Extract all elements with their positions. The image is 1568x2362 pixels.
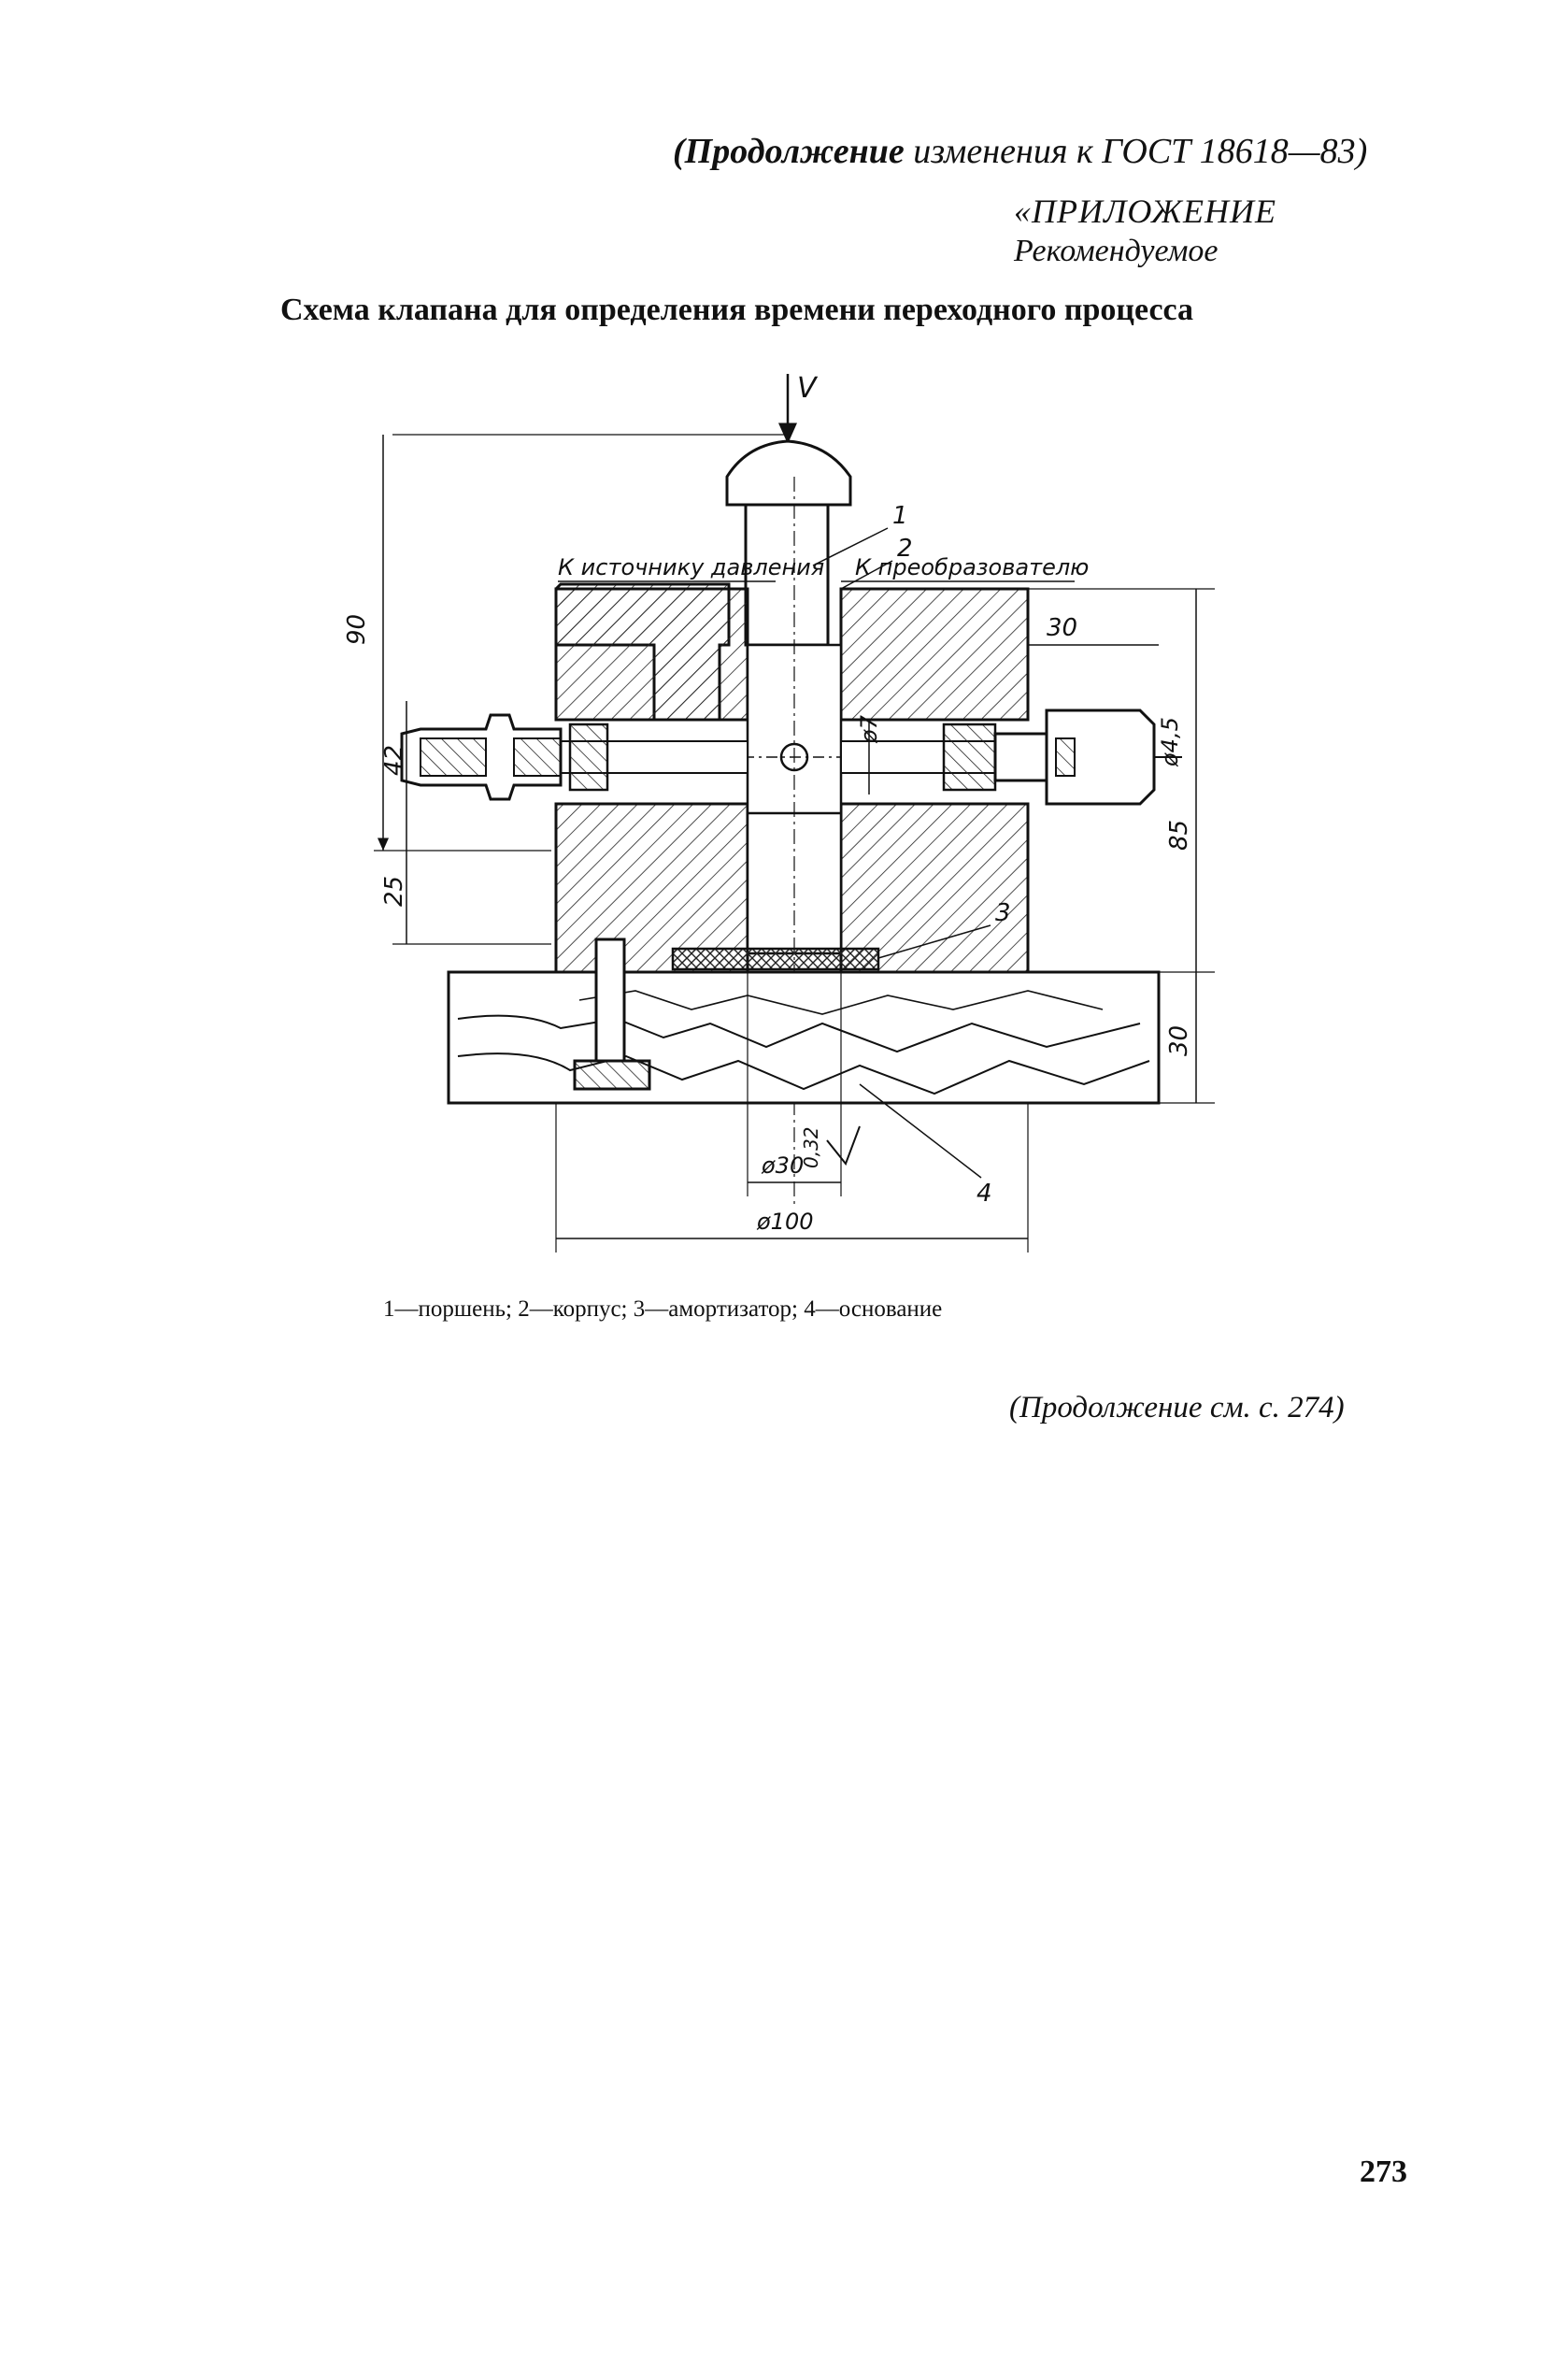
body-lower-left [554,802,749,974]
label-pressure-source: К источнику давления [558,554,824,580]
dim-body-diameter: ø100 [756,1209,814,1235]
dim-base-height: 30 [1165,1025,1193,1056]
bolt-head [573,1059,651,1091]
header-continuation-rest: изменения к ГОСТ 18618—83) [913,132,1368,171]
piston-head [725,439,852,507]
dim-lower-height: 25 [380,876,408,907]
callout-2: 2 [897,535,913,563]
figure-caption: 1—поршень; 2—корпус; 3—амортизатор; 4—ос… [383,1296,943,1322]
valve-drawing: V К источнику давлени [336,365,1252,1262]
dim-port-diameter: ø4,5 [1157,717,1183,767]
body-upper-right [839,587,1030,722]
bore [746,643,843,955]
dim-port-height: 42 [380,745,408,776]
page-number: 273 [1360,2154,1407,2189]
dim-hole-diameter: ø7 [856,714,882,744]
callout-3: 3 [995,899,1011,927]
body-lower-right [839,802,1030,974]
dim-roughness: 0,32 [800,1126,822,1168]
figure-title: Схема клапана для определения времени пе… [280,293,1194,327]
header-recommended: Рекомендуемое [1014,234,1219,268]
callout-1: 1 [892,502,908,530]
force-label: V [797,372,819,405]
dim-body-height: 85 [1165,820,1193,851]
header-appendix: «ПРИЛОЖЕНИЕ [1014,193,1276,230]
dim-bore-diameter: ø30 [761,1152,804,1179]
left-fitting [400,713,609,801]
body-upper-left [554,587,749,722]
dim-total-height: 90 [343,614,371,645]
header-continuation-bold: (Продолжение [673,132,905,171]
callout-4: 4 [976,1180,992,1208]
right-fitting [942,709,1182,806]
damper [671,947,880,971]
header-continuation: (Продолжение изменения к ГОСТ 18618—83) [673,131,1420,172]
base [447,970,1161,1105]
bolt [594,938,626,1063]
continued-note: (Продолжение см. с. 274) [1009,1391,1345,1424]
label-converter: К преобразователю [855,554,1089,580]
dim-right-offset: 30 [1047,614,1077,642]
